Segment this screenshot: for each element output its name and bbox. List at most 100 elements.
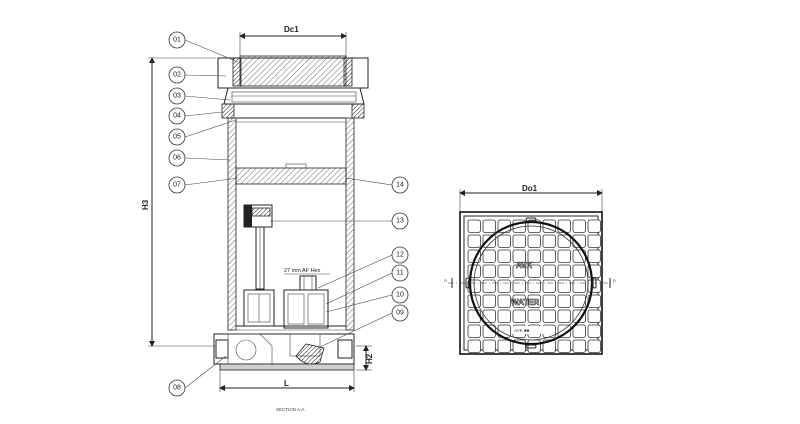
svg-text:11: 11: [396, 270, 403, 277]
svg-text:05: 05: [173, 134, 181, 141]
section-mark-right: A: [613, 278, 616, 283]
cover-lip-right: [343, 57, 353, 87]
grid-cell: [542, 234, 556, 248]
valve-body-right: [283, 289, 329, 329]
svg-text:14: 14: [396, 182, 404, 189]
grid-cell: [497, 234, 511, 248]
base-plate: [219, 363, 355, 371]
grid-cell: [587, 219, 601, 233]
grid-cell: [482, 264, 496, 278]
callout-10: 10: [391, 286, 409, 304]
grid-cell: [467, 324, 481, 338]
grid-cell: [572, 219, 586, 233]
grid-cell: [557, 324, 571, 338]
callout-12: 12: [391, 246, 409, 264]
grid-cell: [497, 264, 511, 278]
callout-09: 09: [391, 304, 409, 322]
grid-cell: [482, 309, 496, 323]
dim-l: L: [284, 379, 289, 388]
grid-cell: [542, 264, 556, 278]
plan-view: Do1 AVK WATER AVK ■■ A A: [444, 184, 616, 355]
callout-03: 03: [168, 87, 186, 105]
outer-tube-left: [227, 117, 237, 331]
grid-cell: [527, 339, 541, 353]
grid-cell: [512, 294, 526, 308]
grid-cell: [557, 249, 571, 263]
callout-02: 02: [168, 66, 186, 84]
callout-04: 04: [168, 107, 186, 125]
grid-cell: [482, 249, 496, 263]
grid-cell: [557, 339, 571, 353]
section-mark-left: A: [444, 278, 447, 283]
grid-cell: [527, 279, 541, 293]
grid-cell: [572, 234, 586, 248]
grid-cell: [467, 234, 481, 248]
insulation-plug: [235, 167, 347, 185]
grid-cell: [542, 279, 556, 293]
grid-cell: [482, 279, 496, 293]
callout-07: 07: [168, 176, 186, 194]
svg-text:04: 04: [173, 113, 181, 120]
dim-do1: Do1: [522, 184, 538, 193]
cover-plate: [239, 55, 347, 87]
grid-cell: [527, 294, 541, 308]
cover-grid: [467, 219, 601, 353]
hex-annotation: 27 mm AF Hex: [284, 268, 321, 274]
grid-cell: [512, 234, 526, 248]
grid-cell: [587, 279, 601, 293]
svg-text:02: 02: [173, 72, 181, 79]
dim-dc1: Dc1: [284, 25, 299, 34]
grid-cell: [542, 249, 556, 263]
cover-small-label: AVK ■■: [514, 328, 530, 333]
svg-text:07: 07: [173, 182, 181, 189]
leader-lines: [184, 39, 393, 389]
grid-cell: [572, 309, 586, 323]
grid-cell: [482, 339, 496, 353]
cover-logo: AVK: [516, 261, 533, 270]
grid-cell: [587, 234, 601, 248]
frame-clip-right: [351, 103, 365, 119]
grid-cell: [512, 309, 526, 323]
grid-cell: [512, 249, 526, 263]
grid-cell: [557, 264, 571, 278]
grid-cell: [572, 279, 586, 293]
dim-h2: H2: [365, 353, 374, 364]
grid-cell: [542, 294, 556, 308]
cover-label: WATER: [511, 298, 540, 307]
section-view: Dc1 H3 H2 L 27 mm AF Hex SECTION A-A: [141, 25, 409, 412]
svg-text:08: 08: [173, 385, 181, 392]
grid-cell: [557, 234, 571, 248]
grid-cell: [572, 264, 586, 278]
grid-cell: [572, 339, 586, 353]
grid-cell: [587, 339, 601, 353]
grid-cell: [497, 294, 511, 308]
grid-cell: [572, 324, 586, 338]
svg-text:03: 03: [173, 93, 181, 100]
cover-lip-left: [232, 57, 242, 87]
grid-cell: [587, 324, 601, 338]
frame-rib: [231, 91, 357, 103]
grid-cell: [482, 294, 496, 308]
hex-nut: [299, 275, 317, 291]
svg-text:01: 01: [173, 37, 181, 44]
grid-cell: [542, 309, 556, 323]
callout-06: 06: [168, 149, 186, 167]
outer-tube-right: [345, 117, 355, 331]
callout-05: 05: [168, 128, 186, 146]
frame-clip-left: [221, 103, 235, 119]
grid-cell: [512, 279, 526, 293]
grid-cell: [527, 264, 541, 278]
callout-13: 13: [391, 212, 409, 230]
svg-text:06: 06: [173, 155, 181, 162]
grid-cell: [512, 264, 526, 278]
dim-h3: H3: [141, 199, 150, 210]
svg-text:13: 13: [396, 218, 404, 225]
grid-cell: [467, 219, 481, 233]
callout-11: 11: [391, 264, 409, 282]
svg-text:12: 12: [396, 252, 404, 259]
grid-cell: [482, 219, 496, 233]
grid-cell: [467, 339, 481, 353]
callout-01: 01: [168, 31, 186, 49]
callout-08: 08: [168, 379, 186, 397]
grid-cell: [527, 309, 541, 323]
